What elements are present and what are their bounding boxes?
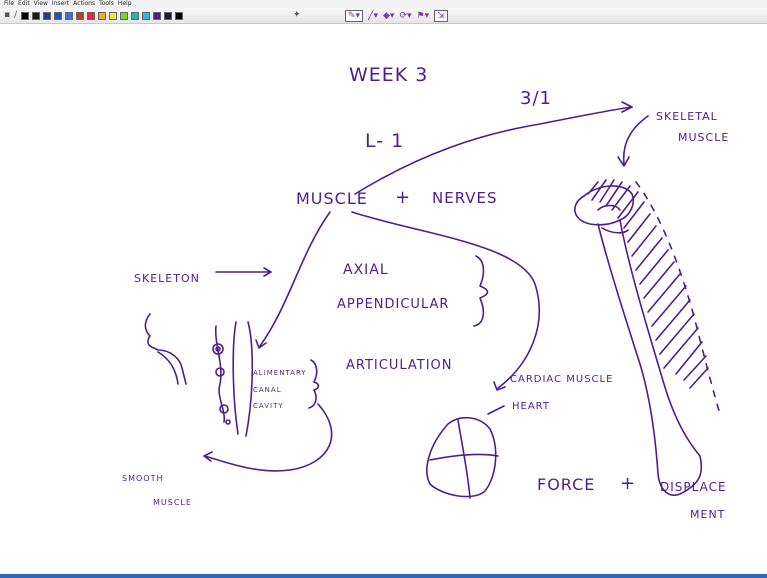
pointer-icon[interactable]: ✦ <box>293 11 301 20</box>
axial-label: AXIAL <box>343 262 389 278</box>
heart-label: HEART <box>512 401 550 412</box>
menu-item-tools[interactable]: Tools <box>99 0 114 7</box>
muscle-hatching <box>588 180 708 388</box>
color-swatch[interactable] <box>32 12 40 20</box>
force-label: FORCE <box>537 475 595 494</box>
color-swatch[interactable] <box>153 12 161 20</box>
drawing-tools: ✎▾ ╱▾ ◆▾ ⟳▾ ⚑▾ ⇲ <box>345 10 453 22</box>
color-swatch[interactable] <box>21 12 29 20</box>
skeleton-label: SKELETON <box>134 272 200 285</box>
toolbar: ▪ / ✦ ✎▾ ╱▾ ◆▾ ⟳▾ ⚑▾ ⇲ <box>0 8 767 24</box>
ment-label: MENT <box>690 508 725 521</box>
color-swatch[interactable] <box>54 12 62 20</box>
color-swatch[interactable] <box>142 12 150 20</box>
smooth-muscle-label: MUSCLE <box>153 498 192 507</box>
color-swatch[interactable] <box>164 12 172 20</box>
brace-alimentary <box>309 360 319 408</box>
color-swatch[interactable] <box>175 12 183 20</box>
face-profile-sketch <box>145 314 186 384</box>
nerves-label: NERVES <box>432 189 498 207</box>
menu-item-insert[interactable]: Insert <box>52 0 69 7</box>
cavity-label: CAVITY <box>253 402 284 410</box>
color-swatch[interactable] <box>98 12 106 20</box>
appendicular-label: APPENDICULAR <box>337 297 449 312</box>
articulation-label: ARTICULATION <box>346 358 453 373</box>
muscle-label: MUSCLE <box>296 189 368 208</box>
color-swatch[interactable] <box>87 12 95 20</box>
menu-item-edit[interactable]: Edit <box>18 0 30 7</box>
canal-label: CANAL <box>253 386 282 394</box>
menu-item-help[interactable]: Help <box>118 0 132 7</box>
brace-axial <box>474 256 488 326</box>
arrow-to-alimentary <box>260 212 330 346</box>
date-label: 3/1 <box>520 88 552 109</box>
displace-label: DISPLACE <box>660 480 727 494</box>
lecture-label: L- 1 <box>365 130 404 152</box>
color-swatch[interactable] <box>131 12 139 20</box>
smooth-label: SMOOTH <box>122 474 163 483</box>
menu-bar: File Edit View Insert Actions Tools Help <box>0 0 767 8</box>
insert-space-icon[interactable]: ⇲ <box>434 10 448 22</box>
menu-item-view[interactable]: View <box>34 0 48 7</box>
color-swatch[interactable] <box>76 12 84 20</box>
highlighter-tool-icon[interactable]: ╱▾ <box>368 11 378 21</box>
eraser-tool-icon[interactable]: ◆▾ <box>383 11 394 21</box>
status-bar <box>0 574 767 578</box>
color-swatch[interactable] <box>109 12 117 20</box>
plus-sign-2: + <box>620 473 636 494</box>
color-swatch[interactable] <box>65 12 73 20</box>
menu-item-file[interactable]: File <box>4 0 14 7</box>
line-icon[interactable]: / <box>14 11 17 20</box>
week-heading: WEEK 3 <box>349 64 428 86</box>
alimentary-label: ALIMENTARY <box>253 369 307 377</box>
menu-item-actions[interactable]: Actions <box>73 0 95 7</box>
pen-width-icon[interactable]: ▪ <box>4 11 10 20</box>
arrow-skeletal-to-bone <box>624 116 648 164</box>
stamp-tool-icon[interactable]: ⚑▾ <box>417 11 430 21</box>
skeletal-label: SKELETAL <box>656 110 718 123</box>
plus-sign: + <box>395 187 411 208</box>
heart-sketch <box>427 418 496 497</box>
cardiac-muscle-label: CARDIAC MUSCLE <box>510 374 613 385</box>
skeletal-muscle-label: MUSCLE <box>678 131 729 144</box>
color-palette: ▪ / <box>4 11 186 20</box>
pen-tool-icon[interactable]: ✎▾ <box>345 10 363 22</box>
color-swatch[interactable] <box>43 12 51 20</box>
color-swatch[interactable] <box>120 12 128 20</box>
lasso-tool-icon[interactable]: ⟳▾ <box>399 11 411 21</box>
